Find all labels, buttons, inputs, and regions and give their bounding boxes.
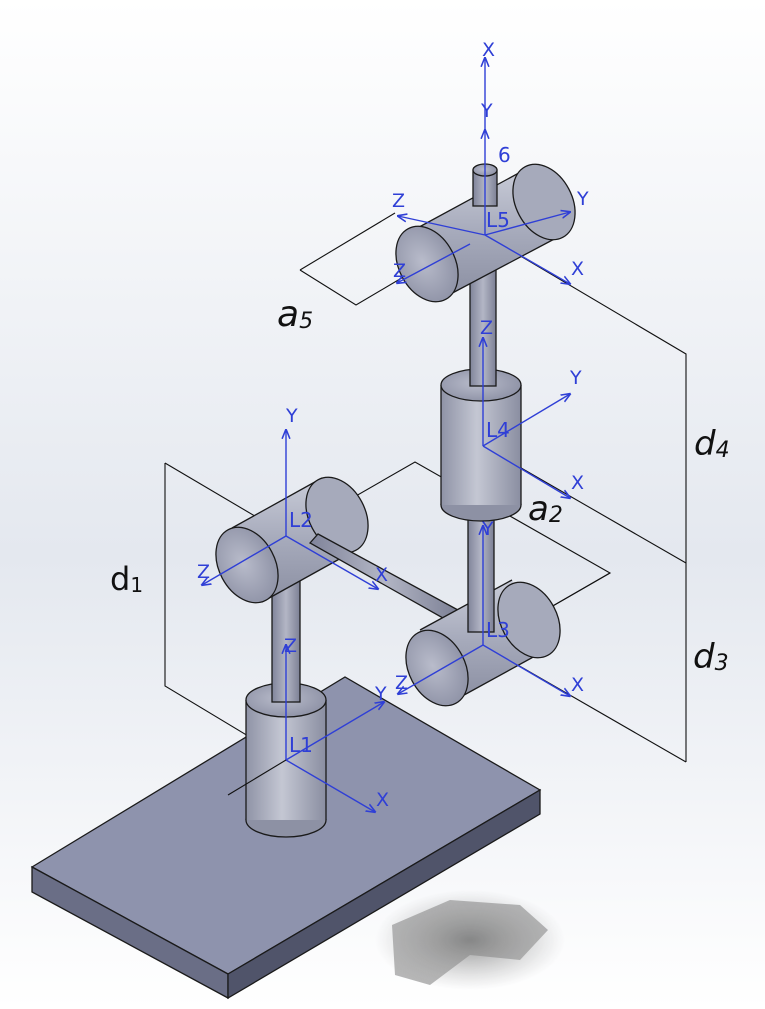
l3-axis-x: X xyxy=(571,674,584,696)
dimension-a5: a5 xyxy=(277,294,313,335)
axis-letters: Z X Y Y X Z Y X Z Z Y X Z Y X Z X Y xyxy=(197,39,589,811)
frame-label-6: 6 xyxy=(498,143,511,167)
frame-label-l4: L4 xyxy=(486,418,510,442)
dimension-d1: d1 xyxy=(110,560,143,598)
floor-shadow xyxy=(375,890,565,990)
dimension-d4: d4 xyxy=(694,424,730,464)
joint-1-cylinder xyxy=(245,682,327,838)
joint-4-cylinder xyxy=(440,368,522,522)
l2-axis-z: Z xyxy=(197,561,210,583)
l5-axis-x: X xyxy=(571,258,584,280)
joint-3-endcap xyxy=(405,629,469,707)
dimension-a2: a2 xyxy=(528,489,563,529)
l4-axis-y: Y xyxy=(569,367,582,389)
l5-axis-z: Z xyxy=(392,190,405,212)
frame-labels: L1 L2 L3 L4 L5 6 xyxy=(289,143,511,757)
l1-axis-x: X xyxy=(376,789,389,811)
dimension-labels: d1 a2 d3 d4 a5 xyxy=(110,294,730,677)
dimension-d3: d3 xyxy=(693,637,729,677)
frame6-axis-x: X xyxy=(482,39,495,61)
l2-axis-y: Y xyxy=(285,405,298,427)
frame6-axis-y: Y xyxy=(480,100,493,122)
l5-axis-y: Y xyxy=(576,188,589,210)
l1-axis-y: Y xyxy=(374,683,387,705)
frame-label-l5: L5 xyxy=(486,208,510,232)
l2-axis-x: X xyxy=(375,564,388,586)
l4-axis-z: Z xyxy=(480,317,493,339)
link-3-rod xyxy=(467,499,495,633)
frame-label-l3: L3 xyxy=(486,618,510,642)
coordinate-axes xyxy=(202,58,570,812)
l1-axis-z: Z xyxy=(284,635,297,657)
l3-axis-y: Y xyxy=(481,518,494,540)
l5-axis-z2: Z xyxy=(393,260,406,282)
frame-label-l2: L2 xyxy=(289,508,313,532)
frame-label-l1: L1 xyxy=(289,733,313,757)
l3-axis-z: Z xyxy=(395,672,408,694)
l4-axis-x: X xyxy=(571,472,584,494)
